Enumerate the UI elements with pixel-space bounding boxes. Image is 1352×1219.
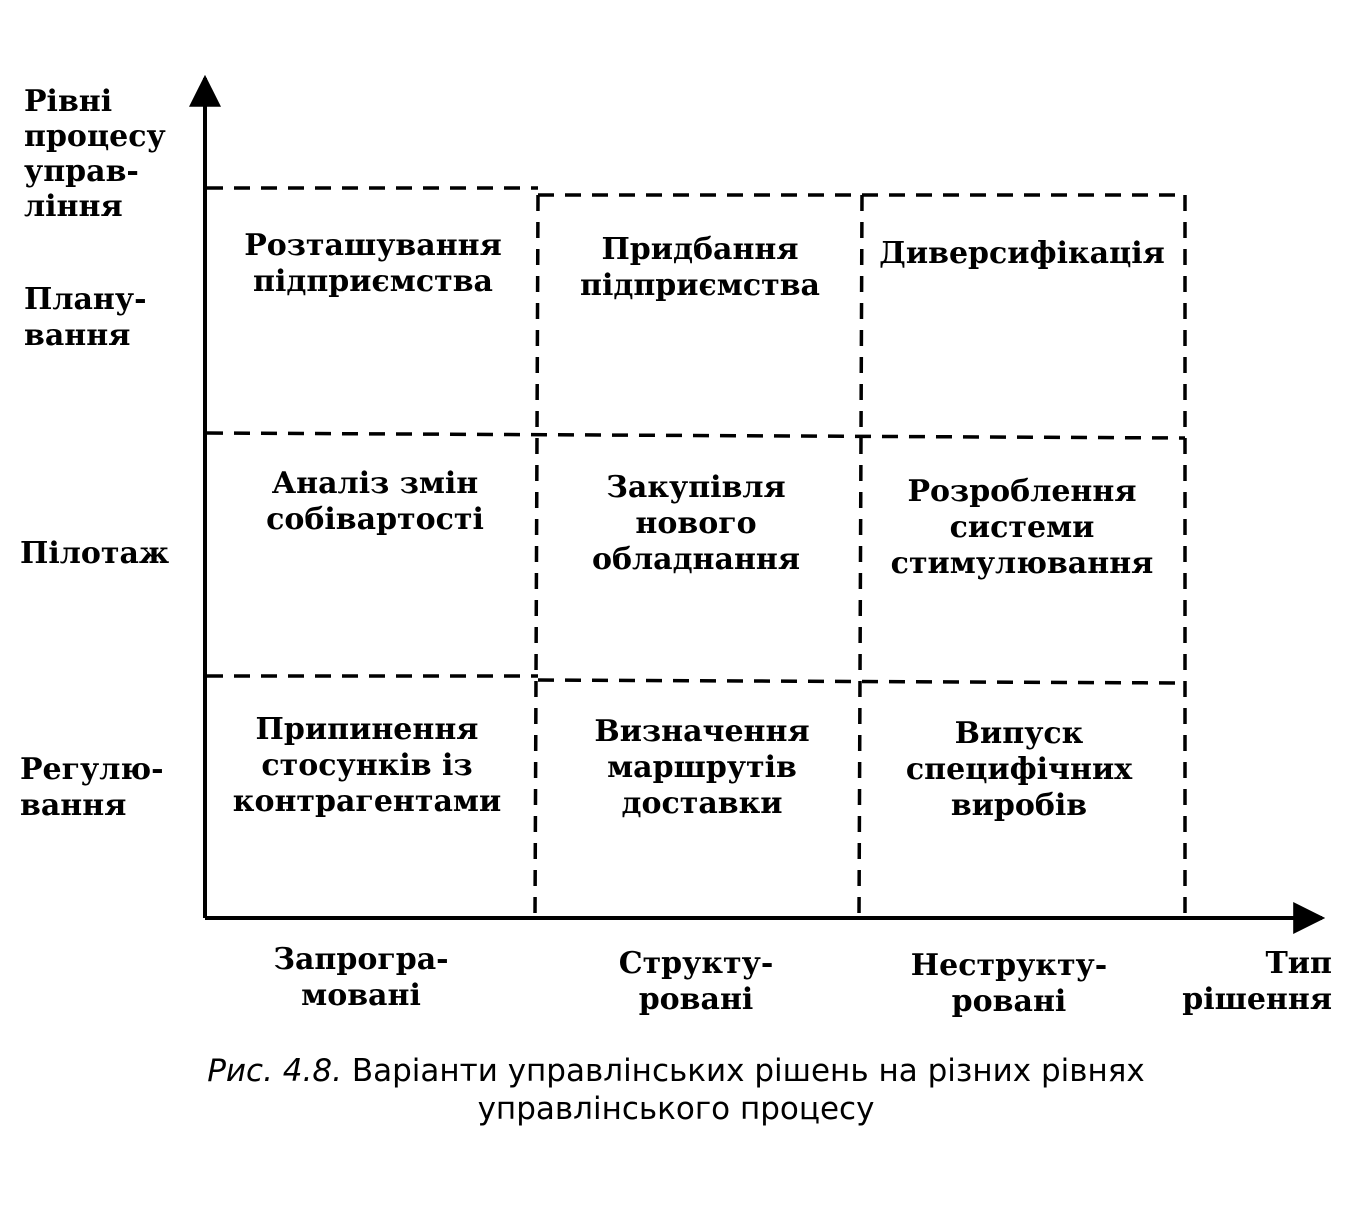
x-type-structured: Структу- ровані (618, 946, 774, 1017)
x-type-unstructured: Неструкту- ровані (910, 948, 1108, 1019)
x-axis-title: Тип рішення (1182, 946, 1332, 1017)
y-axis-title: Рівні процесу управ- ління (24, 84, 166, 224)
cell-piloting-programmed: Аналіз змін собівартості (266, 466, 484, 537)
cell-regulation-programmed: Припинення стосунків із контрагентами (232, 712, 502, 819)
cell-planning-unstructured: Диверсифікація (879, 236, 1165, 271)
figure-number: Рис. 4.8. (207, 1053, 342, 1089)
cell-piloting-structured: Закупівля нового обладнання (591, 470, 801, 577)
cell-regulation-unstructured: Випуск специфічних виробів (905, 716, 1133, 823)
grid-dashed-lines (206, 186, 1187, 919)
caption-text: Варіанти управлінських рішень на різних … (351, 1053, 1145, 1127)
cell-planning-structured: Придбання підприємства (580, 232, 820, 303)
cell-regulation-structured: Визначення маршрутів доставки (594, 714, 810, 821)
x-type-programmed: Запрогра- мовані (273, 942, 449, 1013)
y-level-planning: Плану- вання (24, 282, 147, 353)
y-level-regulation: Регулю- вання (20, 752, 164, 823)
cell-piloting-unstructured: Розроблення системи стимулювання (890, 474, 1154, 581)
y-level-piloting: Пілотаж (20, 536, 170, 571)
figure-caption: Рис. 4.8. Варіанти управлінських рішень … (0, 1052, 1352, 1128)
cell-planning-programmed: Розташування підприємства (244, 228, 502, 299)
